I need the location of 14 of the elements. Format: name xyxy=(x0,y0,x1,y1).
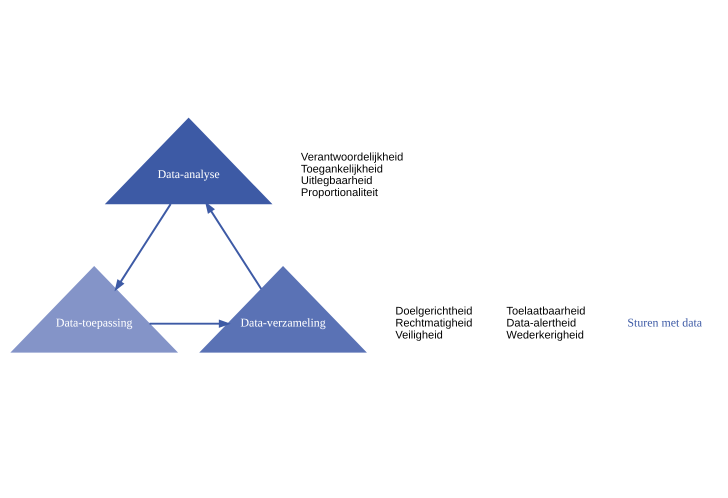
label: Sturen met data xyxy=(627,314,702,329)
node-label: Veiligheid xyxy=(395,329,443,342)
node-label: Toegankelijkheid xyxy=(300,162,383,175)
node-label: Doelgerichtheid xyxy=(395,305,472,318)
node-label: Wederkerigheid xyxy=(506,329,584,342)
arrow xyxy=(204,201,262,289)
arrow xyxy=(150,319,231,328)
node-label: Rechtmatigheid xyxy=(395,317,472,330)
node-label: Data-alertheid xyxy=(506,317,576,330)
node-label: Toelaatbaarheid xyxy=(506,305,586,318)
node-label: Verantwoordelijkheid xyxy=(300,150,404,163)
node-label: Uitlegbaarheid xyxy=(300,174,372,187)
node-label: Proportionaliteit xyxy=(300,186,378,199)
arrow xyxy=(114,203,172,291)
